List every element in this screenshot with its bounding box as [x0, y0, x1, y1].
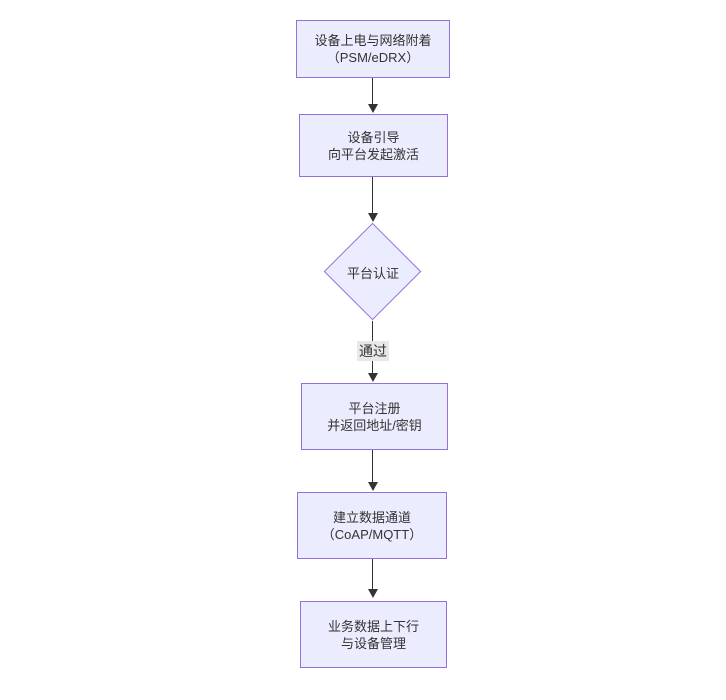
node-text-line: 与设备管理: [340, 635, 406, 651]
node-text-line: 设备上电与网络附着: [314, 33, 432, 48]
arrowhead-icon: [368, 589, 378, 598]
arrowhead-icon: [368, 104, 378, 113]
node-text-line: （CoAP/MQTT）: [321, 526, 423, 542]
node-text-line: 建立数据通道: [332, 509, 411, 525]
node-text-line: 设备引导: [347, 129, 400, 145]
node-text-line: 业务数据上下行: [327, 618, 419, 634]
node-text-line: （PSM/eDRX）: [326, 50, 420, 65]
node-text-line: 平台认证: [346, 265, 399, 281]
node-text-line: 并返回地址/密钥: [327, 417, 422, 433]
node-device-bootstrap: 设备引导 向平台发起激活: [299, 114, 448, 177]
node-business-data-management: 业务数据上下行 与设备管理: [300, 601, 447, 668]
arrowhead-icon: [368, 482, 378, 491]
edge-label-pass: 通过: [357, 341, 389, 361]
node-text-line: 向平台发起激活: [327, 146, 419, 162]
arrowhead-icon: [368, 373, 378, 382]
edge-line: [372, 450, 373, 483]
node-power-on-network-attach: 设备上电与网络附着 （PSM/eDRX）: [296, 20, 450, 78]
node-data-channel: 建立数据通道 （CoAP/MQTT）: [297, 492, 447, 559]
node-text-line: 平台注册: [348, 400, 401, 416]
edge-line: [372, 559, 373, 590]
edge-line: [372, 78, 373, 105]
node-platform-register: 平台注册 并返回地址/密钥: [301, 383, 448, 450]
edge-line: [372, 177, 373, 214]
arrowhead-icon: [368, 213, 378, 222]
decision-platform-auth: 平台认证: [323, 222, 423, 322]
